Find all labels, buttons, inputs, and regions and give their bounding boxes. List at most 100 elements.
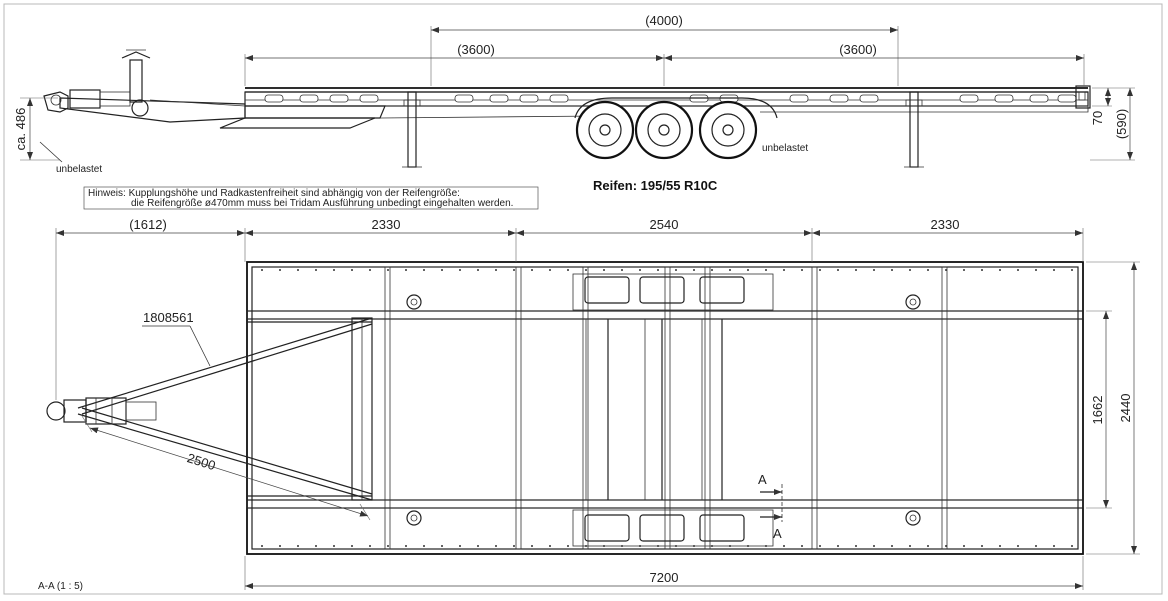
edge-hole [585,269,587,271]
edge-hole [315,269,317,271]
edge-hole [747,269,749,271]
edge-hole [513,545,515,547]
edge-hole [855,545,857,547]
dim-seg3: 2330 [931,217,960,232]
part-number: 1808561 [143,310,194,325]
unloaded-label-left: unbelastet [56,164,102,175]
cross-member [384,266,391,550]
dim-right-section: (3600) [839,42,877,57]
edge-hole [729,269,731,271]
frame-slot [1057,94,1077,103]
edge-hole [963,545,965,547]
edge-hole [441,545,443,547]
edge-hole [1017,269,1019,271]
edge-hole [423,545,425,547]
edge-hole [387,545,389,547]
edge-hole [783,269,785,271]
support-pad-rl [406,510,422,526]
edge-hole [657,269,659,271]
dim-inner-width: 1662 [1090,396,1105,425]
wheel-1 [575,100,635,160]
frame-slot [1029,94,1049,103]
rear-support-leg [904,91,924,168]
edge-hole [441,269,443,271]
note: Hinweis: Kupplungshöhe und Radkastenfrei… [83,186,539,210]
edge-hole [801,269,803,271]
edge-hole [567,269,569,271]
edge-hole [873,269,875,271]
frame-slot [454,94,474,103]
edge-hole [549,269,551,271]
edge-hole [279,269,281,271]
edge-hole [873,545,875,547]
tire-spec: Reifen: 195/55 R10C [593,178,718,193]
cross-member [941,266,948,550]
edge-hole [711,269,713,271]
edge-hole [783,545,785,547]
frame-slot [859,94,879,103]
support-pad-rr [905,510,921,526]
edge-hole [999,545,1001,547]
edge-hole [819,269,821,271]
frame-slot [329,94,349,103]
axle-bottom [572,509,774,547]
edge-hole [909,545,911,547]
dim-left-section: (3600) [457,42,495,57]
coupling-top [46,397,157,425]
top-view: (1612) 2330 2540 2330 7200 1662 2440 250… [46,217,1140,590]
edge-hole [603,269,605,271]
section-marker-lower: A [773,526,782,541]
edge-hole [333,545,335,547]
dim-overall-side: (4000) [645,13,683,28]
edge-hole [1071,545,1073,547]
frame-slot [299,94,319,103]
support-pad-fr [905,294,921,310]
edge-hole [981,545,983,547]
edge-hole [891,269,893,271]
edge-hole [531,545,533,547]
axle-top [572,273,774,311]
edge-hole [549,545,551,547]
edge-hole [837,545,839,547]
edge-hole [495,545,497,547]
edge-hole [297,545,299,547]
edge-hole [369,545,371,547]
dim-coupling-height: ca. 486 [13,108,28,151]
edge-hole [639,269,641,271]
edge-hole [1035,269,1037,271]
edge-hole [765,269,767,271]
cross-member [704,266,711,550]
dim-drawbar: (1612) [129,217,167,232]
edge-hole [999,269,1001,271]
edge-hole [405,545,407,547]
edge-hole [369,269,371,271]
edge-hole [819,545,821,547]
edge-hole [837,269,839,271]
edge-hole [1017,545,1019,547]
edge-hole [621,269,623,271]
edge-hole [693,269,695,271]
edge-hole [351,269,353,271]
note-line-1: Hinweis: Kupplungshöhe und Radkastenfrei… [88,188,460,199]
edge-hole [891,545,893,547]
edge-hole [351,545,353,547]
edge-hole [279,545,281,547]
edge-hole [333,269,335,271]
dim-seg1: 2330 [372,217,401,232]
edge-hole [945,269,947,271]
note-line-2: die Reifengröße ø470mm muss bei Tridam A… [131,198,513,209]
edge-hole [963,269,965,271]
dim-seg2: 2540 [650,217,679,232]
edge-hole [1053,545,1055,547]
edge-hole [981,269,983,271]
edge-hole [927,545,929,547]
wheel-3 [698,100,758,160]
edge-hole [945,545,947,547]
edge-hole [405,269,407,271]
edge-hole [459,545,461,547]
front-support-leg [402,91,422,168]
frame-slot [264,94,284,103]
dim-rear-70: 70 [1090,111,1105,125]
frame-slot [519,94,539,103]
